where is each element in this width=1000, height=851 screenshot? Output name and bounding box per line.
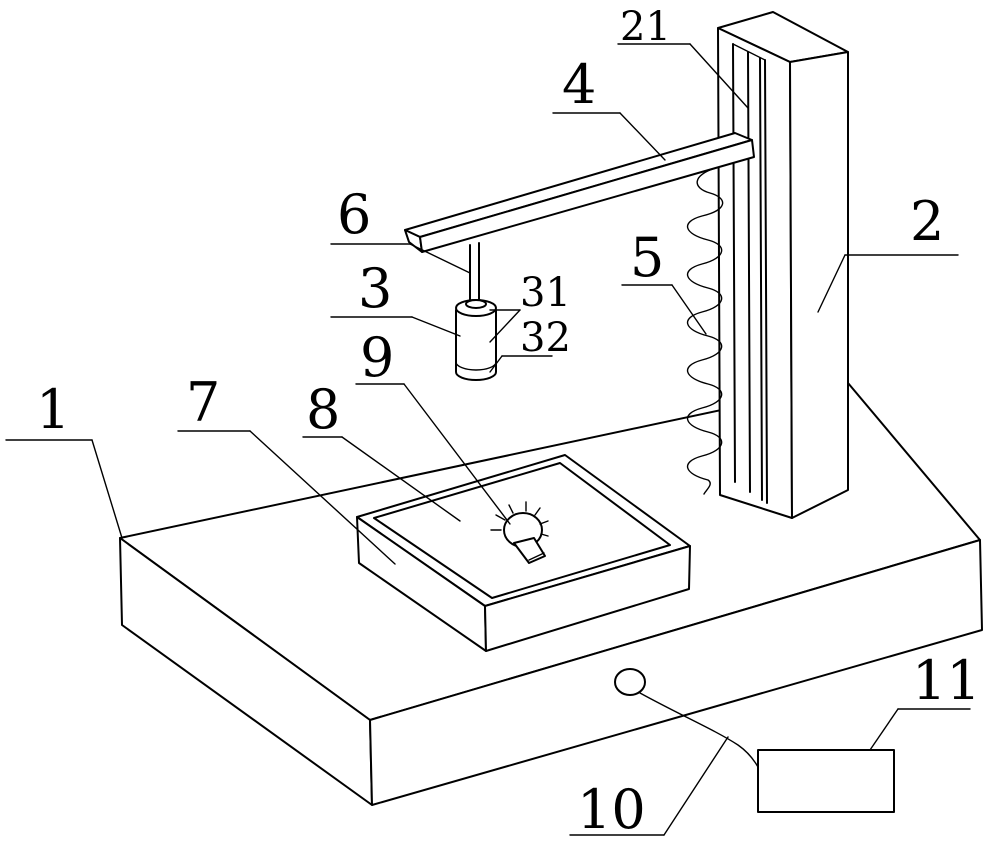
column <box>717 11 849 519</box>
label-base: 1 <box>36 378 70 441</box>
rod <box>469 242 480 303</box>
leader-lines <box>5 43 971 836</box>
camera <box>455 299 497 381</box>
bulb-icon <box>490 501 549 564</box>
arm <box>404 132 755 253</box>
label-camera: 3 <box>358 257 392 320</box>
label-tray: 7 <box>186 371 220 434</box>
label-bulb: 9 <box>360 326 394 389</box>
label-button: 10 <box>577 778 646 841</box>
label-rod: 6 <box>337 183 371 246</box>
label-tray-area: 8 <box>306 378 340 441</box>
label-spring: 5 <box>630 226 664 289</box>
label-column-rail: 21 <box>620 4 671 50</box>
control-unit <box>614 668 895 813</box>
label-arm: 4 <box>562 53 596 116</box>
label-controller: 11 <box>912 649 981 712</box>
label-camera-body: 31 <box>520 270 571 316</box>
spring <box>687 167 724 495</box>
label-camera-lens: 32 <box>520 315 571 361</box>
label-column: 2 <box>910 190 944 253</box>
